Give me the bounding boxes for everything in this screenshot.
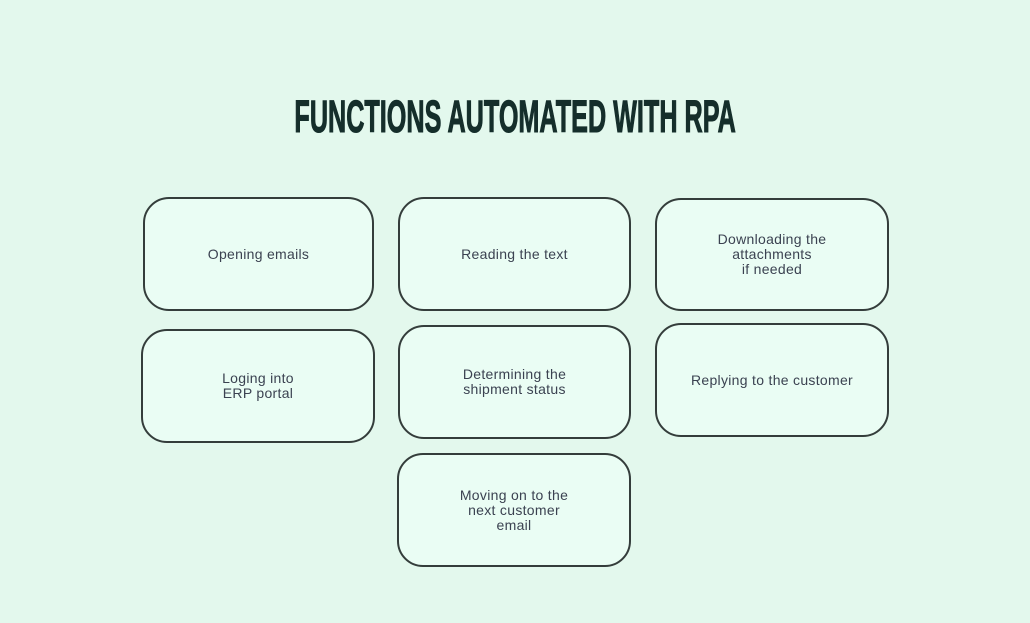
step-label: Opening emails	[207, 245, 310, 262]
step-label: Reading the text	[461, 245, 568, 262]
step-label: Moving on to the next customer email	[459, 486, 569, 533]
step-label: Determining the shipment status	[462, 366, 567, 397]
step-box-loging-into-erp-portal: Loging into ERP portal	[141, 329, 375, 443]
step-label: Downloading the attachments if needed	[717, 231, 827, 277]
step-box-replying-to-customer: Replying to the customer	[655, 323, 889, 437]
step-label: Replying to the customer	[690, 371, 854, 388]
step-box-downloading-attachments: Downloading the attachments if needed	[655, 198, 889, 311]
step-box-determining-shipment-status: Determining the shipment status	[398, 325, 631, 439]
step-label: Loging into ERP portal	[222, 370, 294, 401]
step-box-opening-emails: Opening emails	[143, 197, 374, 311]
step-box-reading-the-text: Reading the text	[398, 197, 631, 311]
page-title: FUNCTIONS AUTOMATED WITH RPA	[294, 91, 736, 142]
title-container: FUNCTIONS AUTOMATED WITH RPA	[0, 91, 1030, 142]
step-box-moving-on-next-customer-email: Moving on to the next customer email	[397, 453, 631, 567]
